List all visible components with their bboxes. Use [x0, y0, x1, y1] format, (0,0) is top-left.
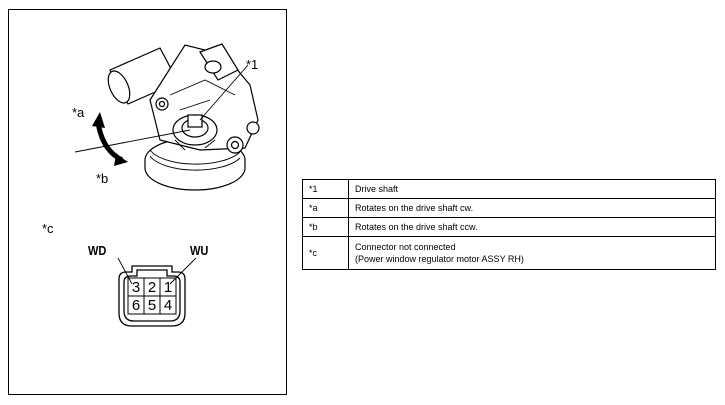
pin-3: 3 [132, 279, 140, 296]
legend-row: *c Connector not connected (Power window… [302, 236, 716, 270]
legend-key: *b [302, 217, 349, 237]
connector-label-wd: WD [88, 243, 107, 258]
pin-6: 6 [132, 297, 140, 314]
callout-connector: *c [42, 221, 54, 236]
leader-line-wu [169, 257, 197, 285]
legend-desc-line: Connector not connected [355, 242, 456, 252]
leader-line-wd [117, 257, 133, 285]
callout-rotate-ccw: *b [96, 171, 109, 186]
legend-row: *b Rotates on the drive shaft ccw. [302, 217, 716, 237]
legend-row: *a Rotates on the drive shaft cw. [302, 198, 716, 218]
connector-label-wu: WU [190, 243, 209, 258]
legend-key: *a [302, 198, 349, 218]
rotation-arrow-icon [92, 112, 128, 166]
callout-drive-shaft: *1 [246, 57, 259, 72]
leader-line-drive-shaft [199, 64, 249, 121]
illustration-frame [8, 9, 287, 395]
pin-2: 2 [148, 279, 156, 296]
legend-desc: Connector not connected (Power window re… [348, 236, 716, 270]
pin-1: 1 [164, 279, 172, 296]
legend-desc: Rotates on the drive shaft ccw. [348, 217, 716, 237]
legend-desc-line: (Power window regulator motor ASSY RH) [355, 254, 524, 264]
leader-line-axis [74, 129, 191, 153]
pin-4: 4 [164, 297, 172, 314]
legend-key: *1 [302, 179, 349, 199]
callout-rotate-cw: *a [72, 105, 85, 120]
legend-table: *1 Drive shaft *a Rotates on the drive s… [302, 179, 716, 270]
legend-key: *c [302, 236, 349, 270]
pin-5: 5 [148, 297, 156, 314]
legend-row: *1 Drive shaft [302, 179, 716, 199]
legend-desc: Drive shaft [348, 179, 716, 199]
legend-desc: Rotates on the drive shaft cw. [348, 198, 716, 218]
